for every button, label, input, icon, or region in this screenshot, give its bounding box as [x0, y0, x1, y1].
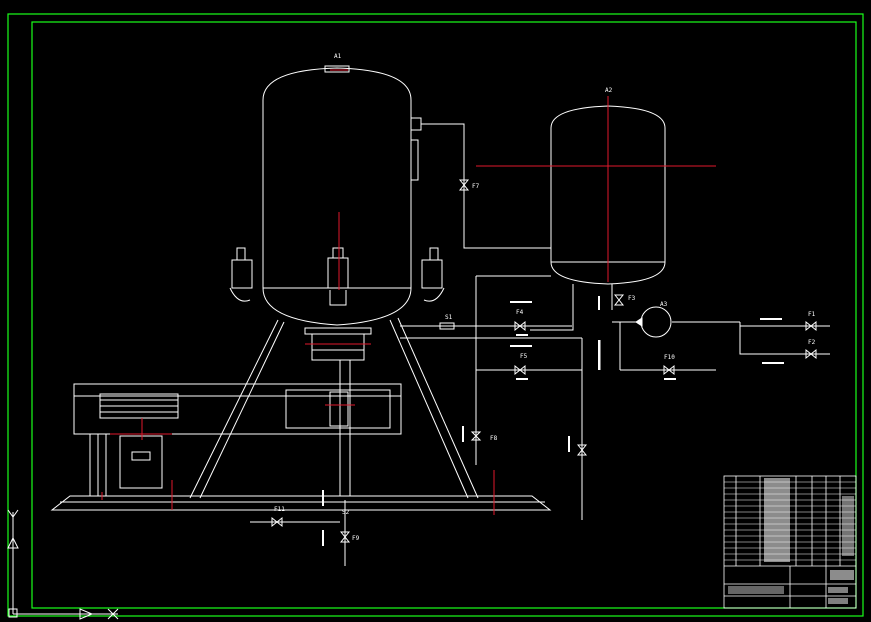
- support-frame: [50, 317, 552, 511]
- pump-a3-label: A3: [660, 301, 668, 308]
- tank-a2-centerlines: [476, 96, 716, 282]
- fitting-s1-label: S1: [445, 314, 453, 321]
- valve-f11: [271, 516, 283, 528]
- title-block-text: [728, 478, 854, 604]
- valve-f6: [576, 444, 588, 456]
- outer-frame: [7, 13, 864, 617]
- tank-a2-label: A2: [605, 87, 613, 94]
- instrument-tags: [322, 296, 784, 546]
- valve-f7-label: F7: [472, 183, 480, 190]
- pump-a3[interactable]: [635, 306, 672, 338]
- ucs-icon: [7, 509, 119, 620]
- valve-f11-label: F11: [274, 506, 285, 513]
- valve-f2-label: F2: [808, 339, 816, 346]
- tank-a1-centerline: [305, 69, 371, 345]
- valve-f9: [339, 531, 351, 543]
- valve-f2: [805, 348, 817, 360]
- tank-a1-label: A1: [334, 53, 342, 60]
- drive-centerlines: [101, 404, 495, 515]
- valve-f3-label: F3: [628, 295, 636, 302]
- valve-f4: [514, 320, 526, 332]
- tank-a1[interactable]: [229, 65, 445, 361]
- valve-f9-label: F9: [352, 535, 360, 542]
- valve-f1-label: F1: [808, 311, 816, 318]
- drawing-border: [7, 13, 864, 617]
- valve-f10-label: F10: [664, 354, 675, 361]
- valve-f1: [805, 320, 817, 332]
- valve-f4-label: F4: [516, 309, 524, 316]
- valve-f5-label: F5: [520, 353, 528, 360]
- valve-f10: [663, 364, 675, 376]
- inner-frame: [31, 21, 857, 609]
- valve-f7: [458, 179, 470, 191]
- valve-f8-label: F8: [490, 435, 498, 442]
- piping: [250, 123, 830, 566]
- valve-f3: [613, 294, 625, 306]
- valve-f8: [470, 431, 482, 441]
- fitting-s2-label: S2: [342, 509, 350, 516]
- fitting-s1[interactable]: [439, 322, 455, 330]
- drive-assembly[interactable]: [73, 360, 402, 496]
- valve-f5: [514, 364, 526, 376]
- valves[interactable]: [271, 179, 817, 543]
